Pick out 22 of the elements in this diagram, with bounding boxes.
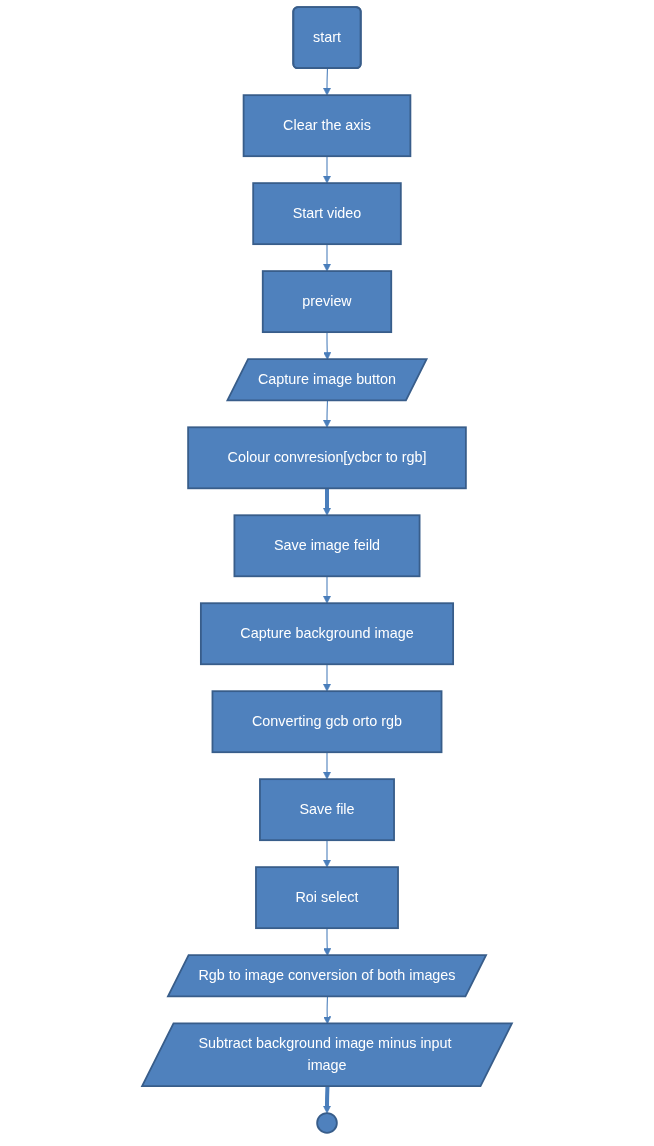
node-box: Start video (252, 182, 402, 246)
arrow (323, 243, 331, 272)
node-box: Clear the axis (242, 94, 412, 158)
arrow (323, 488, 331, 516)
node-box: Colour convresion[ycbcr to rgb] (187, 426, 467, 490)
node-box: preview (261, 270, 393, 334)
node-box: Save image feild (233, 514, 421, 578)
node-box: Roi select (255, 866, 399, 930)
node-box: Capture background image (199, 602, 455, 666)
arrow (323, 663, 331, 692)
node-box: Converting gcb orto rgb (211, 690, 443, 754)
arrow (323, 400, 331, 428)
node-circle (316, 1112, 338, 1134)
arrow (323, 68, 331, 96)
arrow (323, 839, 331, 868)
arrow (323, 575, 331, 604)
arrow (323, 155, 331, 184)
node-box: Save file (259, 778, 395, 842)
arrow (323, 1086, 331, 1114)
arrow (323, 751, 331, 780)
arrow (323, 927, 332, 956)
arrow (323, 331, 332, 360)
